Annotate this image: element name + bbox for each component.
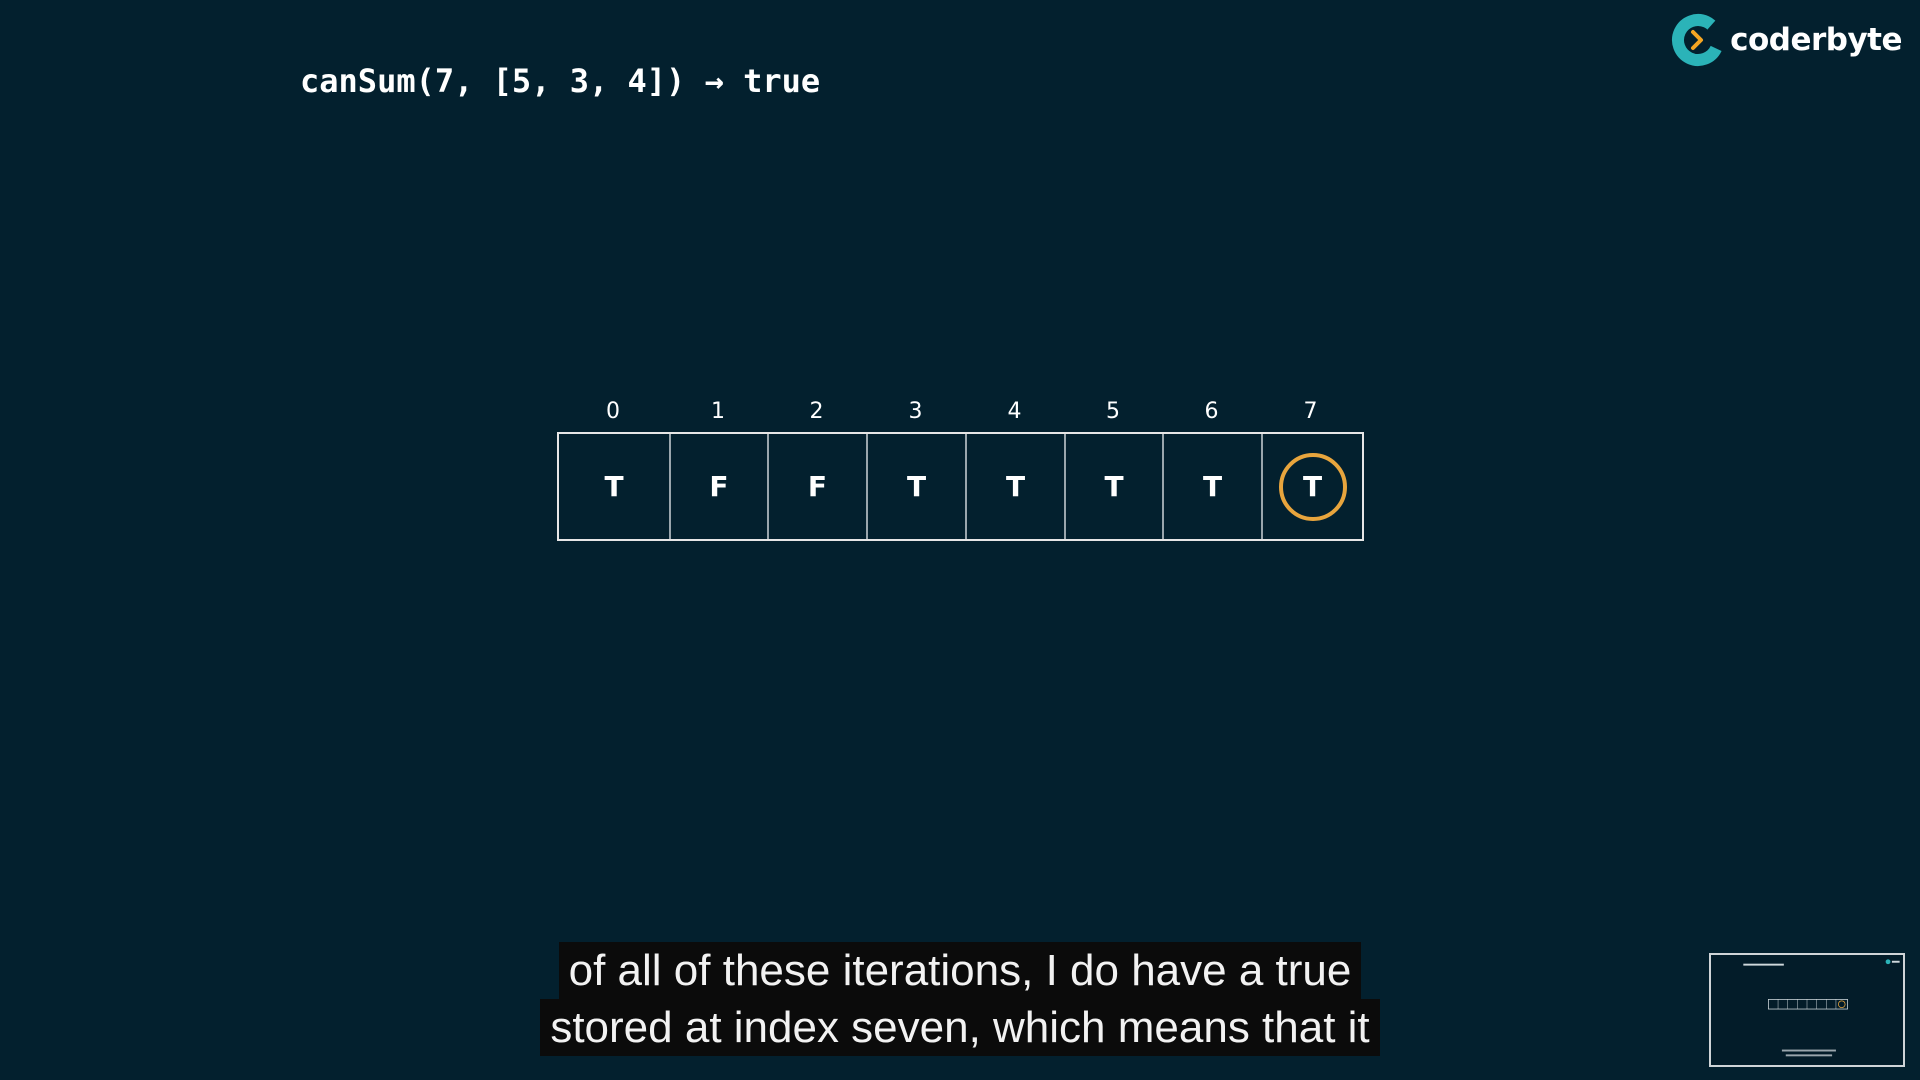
cell-value: T	[604, 470, 624, 503]
array-index: 1	[711, 399, 725, 424]
array-cell: T	[559, 434, 671, 539]
array-cell-highlighted: T	[1263, 434, 1362, 539]
array-cell: T	[967, 434, 1066, 539]
preview-thumbnail-image	[1712, 955, 1902, 1065]
array-index: 3	[908, 399, 923, 424]
array-cell: F	[769, 434, 868, 539]
cell-value: T	[1202, 470, 1223, 503]
array-cell: F	[671, 434, 769, 539]
cell-value: F	[709, 470, 729, 503]
array-index: 5	[1106, 399, 1120, 424]
video-preview-thumbnail[interactable]	[1709, 953, 1905, 1067]
array-cells: T F F T T T T T	[557, 432, 1364, 541]
cell-value: T	[906, 470, 927, 503]
caption-line: of all of these iterations, I do have a …	[558, 942, 1362, 999]
array-cell: T	[868, 434, 967, 539]
array-cell: T	[1164, 434, 1263, 539]
array-index: 6	[1204, 399, 1219, 424]
array-index: 2	[809, 399, 824, 424]
array-index: 4	[1007, 399, 1022, 424]
page-title: canSum(7, [5, 3, 4]) → true	[300, 62, 821, 100]
subtitle-captions: of all of these iterations, I do have a …	[0, 942, 1920, 1056]
highlight-circle	[1278, 452, 1347, 521]
array-indices: 0 1 2 3 4 5 6 7	[557, 392, 1364, 432]
cell-value: T	[1104, 470, 1124, 503]
array-index: 0	[606, 399, 620, 424]
cell-value: F	[807, 470, 828, 503]
array-index: 7	[1303, 399, 1318, 424]
caption-line: stored at index seven, which means that …	[540, 999, 1380, 1056]
cell-value: T	[1005, 470, 1026, 503]
array-cell: T	[1066, 434, 1164, 539]
coderbyte-logo-icon	[1672, 14, 1725, 66]
coderbyte-logo: coderbyte	[1670, 12, 1902, 68]
memo-array: 0 1 2 3 4 5 6 7 T F F T T T T T	[557, 392, 1364, 541]
logo-text: coderbyte	[1730, 22, 1902, 58]
